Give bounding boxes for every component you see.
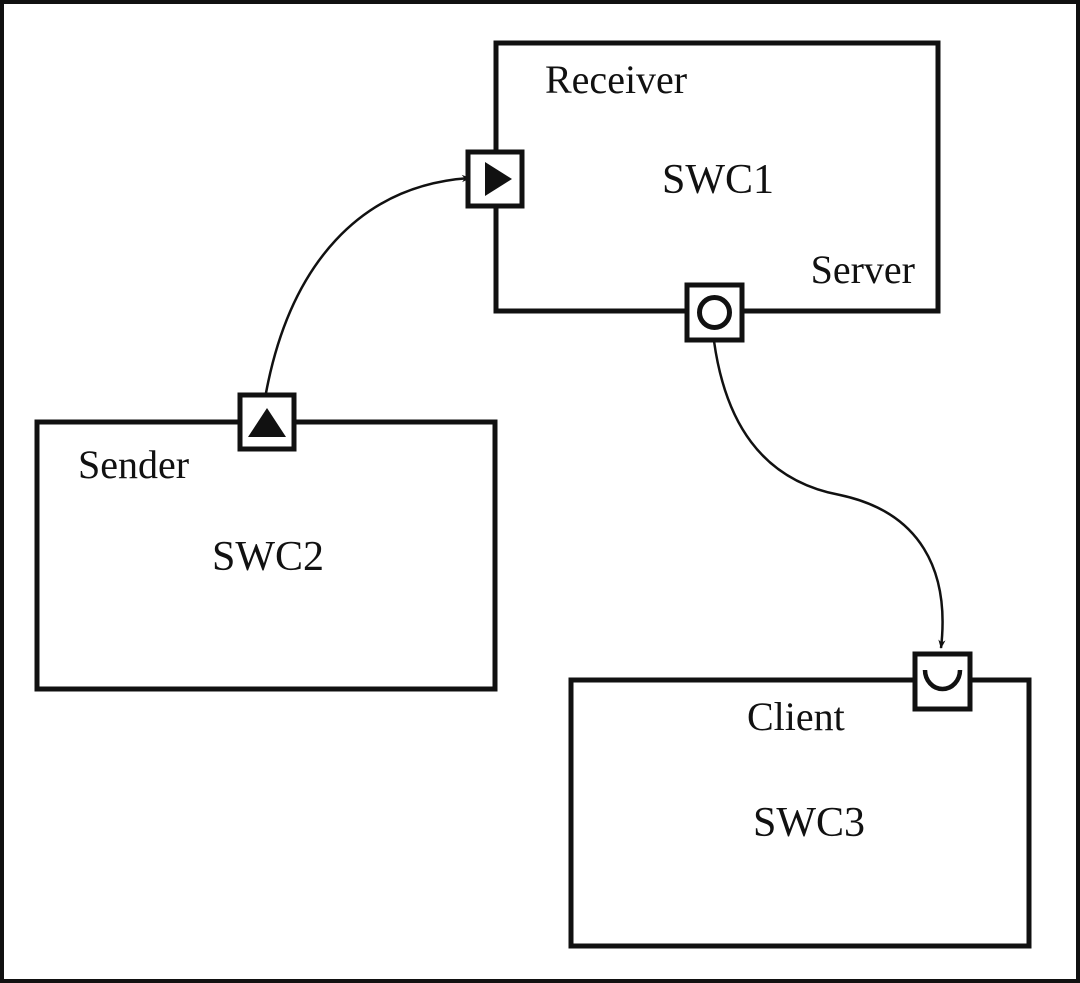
- filled-right-triangle-icon: [485, 162, 512, 196]
- component-swc1[interactable]: Receiver SWC1 Server: [493, 40, 941, 314]
- swc2-name: SWC2: [212, 534, 324, 580]
- sender-label: Sender: [78, 442, 189, 487]
- swc3-name: SWC3: [753, 800, 865, 846]
- filled-up-triangle-icon: [248, 408, 286, 437]
- client-label: Client: [747, 694, 845, 739]
- client-port[interactable]: [912, 651, 973, 712]
- swc1-name: SWC1: [662, 157, 774, 203]
- half-circle-cup-icon: [922, 669, 963, 692]
- sender-receiver-connector: [264, 174, 471, 394]
- server-port[interactable]: [684, 282, 745, 343]
- receiver-port[interactable]: [465, 149, 525, 209]
- component-swc2[interactable]: Sender SWC2: [34, 419, 498, 692]
- receiver-label: Receiver: [545, 57, 687, 102]
- sender-port[interactable]: [237, 392, 297, 452]
- server-label: Server: [811, 247, 915, 292]
- server-client-connector: [712, 340, 946, 649]
- circle-icon: [697, 295, 732, 330]
- component-swc3[interactable]: Client SWC3: [568, 677, 1032, 949]
